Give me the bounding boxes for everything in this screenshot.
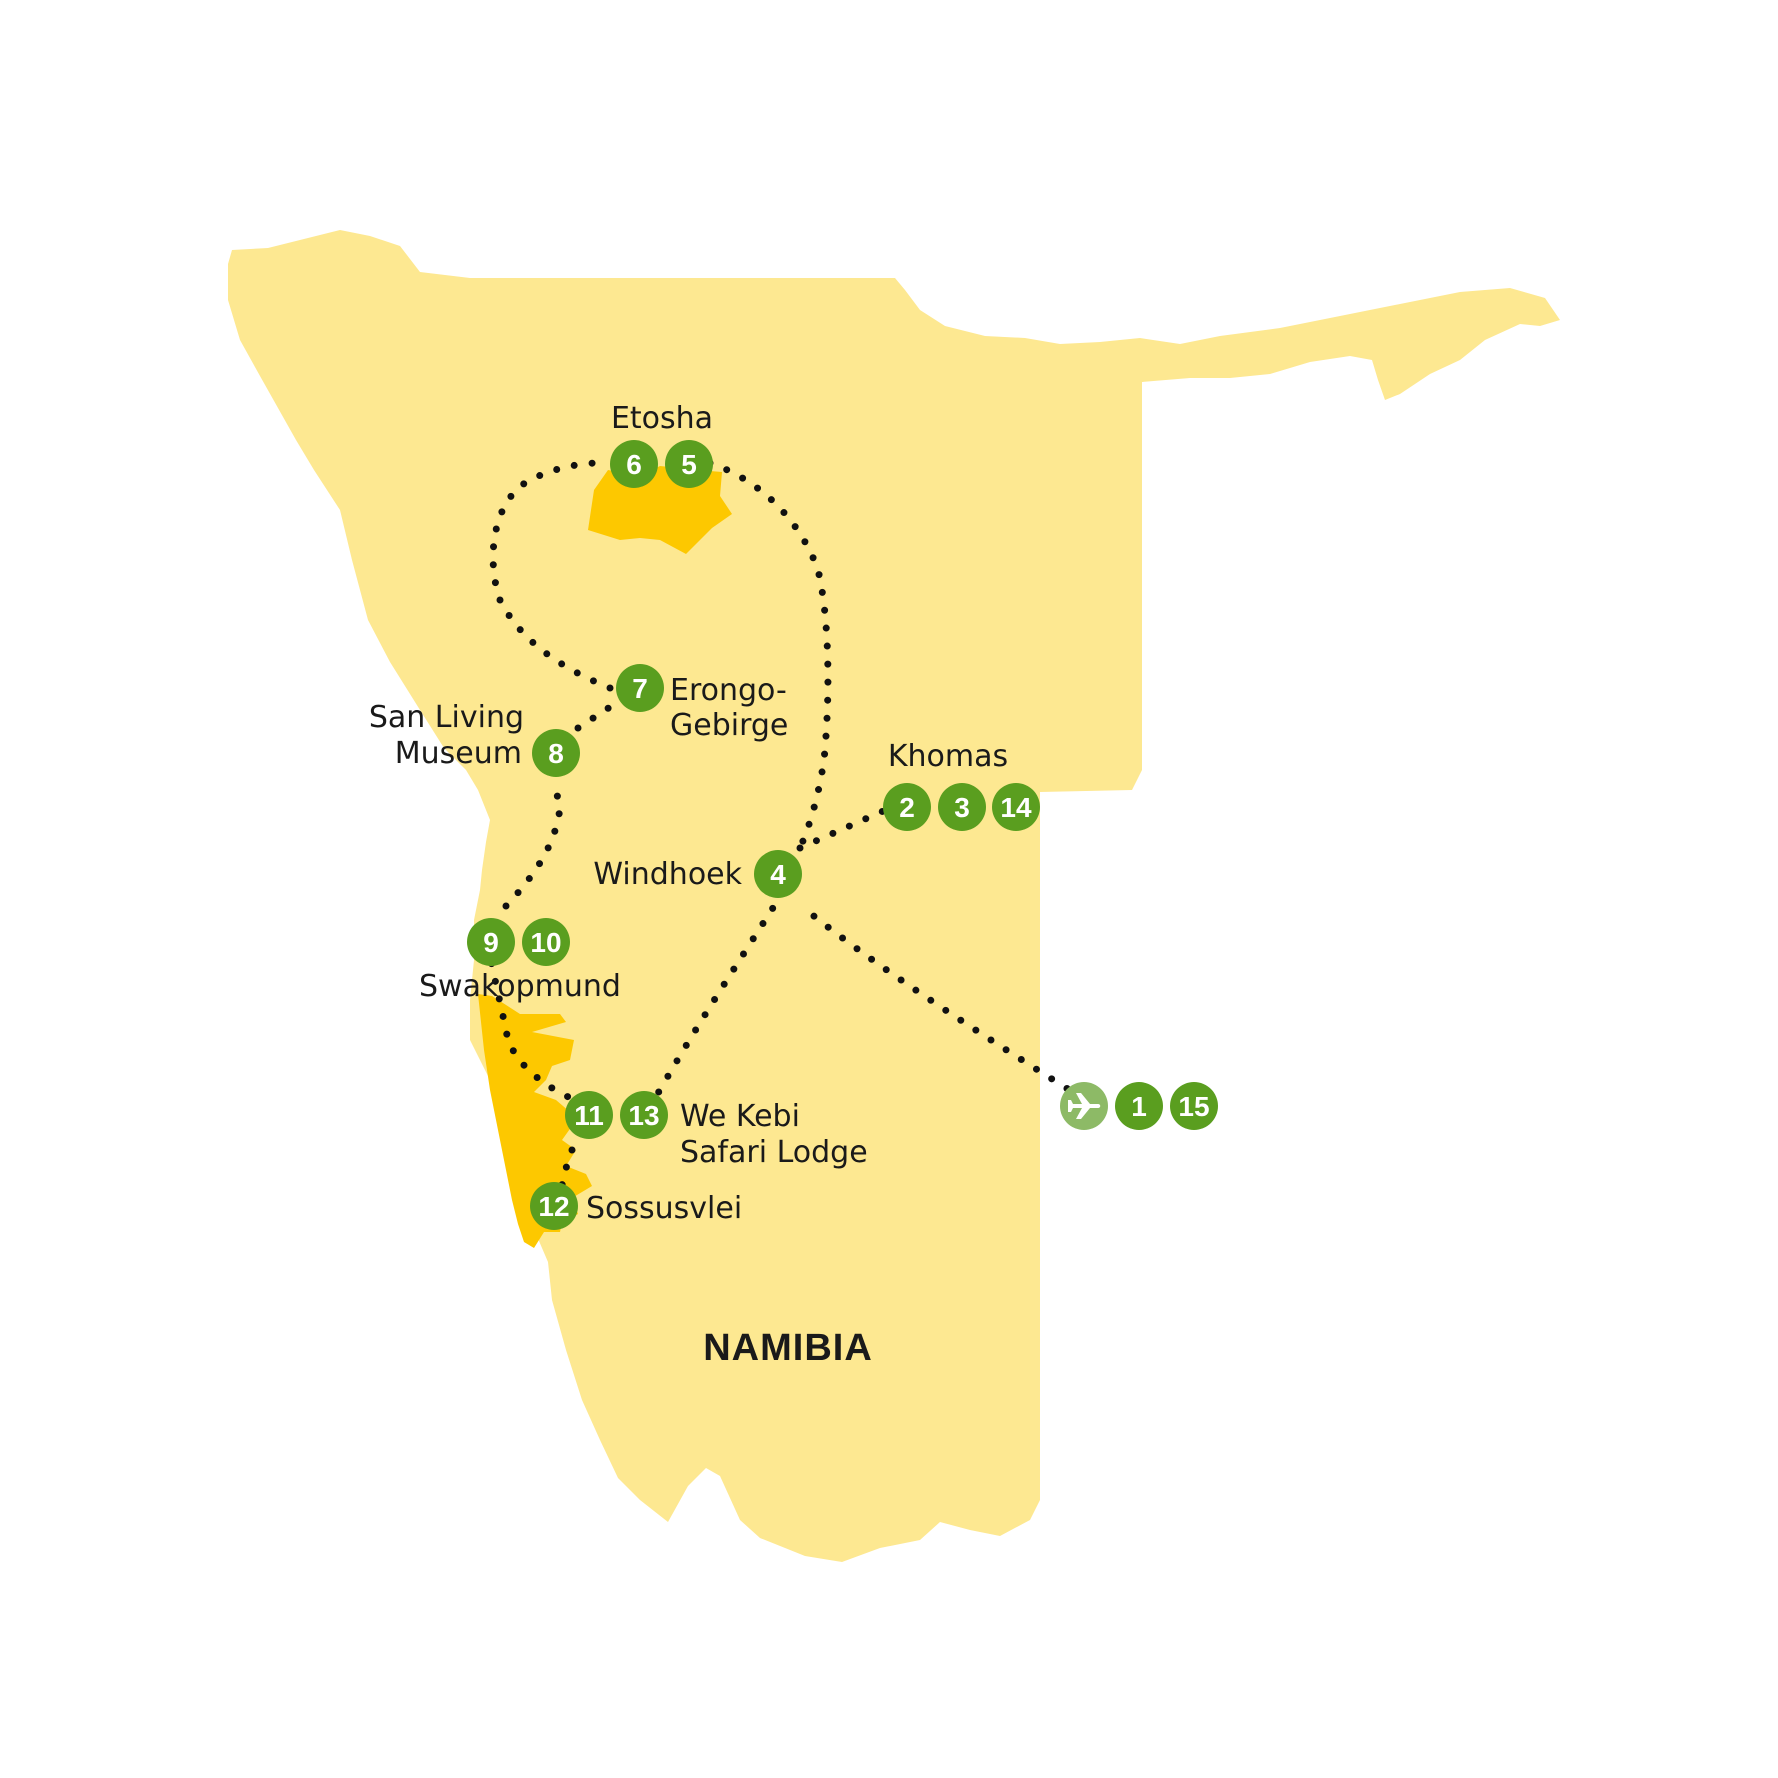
- marker-4-number: 4: [770, 859, 786, 890]
- country-label: NAMIBIA: [703, 1327, 873, 1369]
- marker-5-number: 5: [681, 449, 697, 480]
- etosha-park: [588, 466, 732, 554]
- marker-12[interactable]: 12: [530, 1182, 578, 1230]
- label-san-line1: San Living: [369, 700, 524, 735]
- airplane-icon: [1068, 1093, 1101, 1119]
- marker-14[interactable]: 14: [992, 783, 1040, 831]
- marker-11-number: 11: [574, 1100, 604, 1131]
- label-swakopmund: Swakopmund: [419, 969, 621, 1004]
- marker-3-number: 3: [954, 792, 970, 823]
- label-erongo-line1: Erongo-: [670, 673, 787, 708]
- marker-4[interactable]: 4: [754, 850, 802, 898]
- marker-14-number: 14: [1000, 792, 1032, 823]
- marker-6-number: 6: [626, 449, 642, 480]
- marker-11[interactable]: 11: [565, 1091, 613, 1139]
- label-khomas: Khomas: [888, 739, 1008, 774]
- marker-6[interactable]: 6: [610, 440, 658, 488]
- marker-13-number: 13: [628, 1100, 659, 1131]
- marker-15[interactable]: 15: [1170, 1082, 1218, 1130]
- label-sossusvlei: Sossusvlei: [586, 1191, 742, 1226]
- marker-2-number: 2: [899, 792, 915, 823]
- marker-9[interactable]: 9: [467, 918, 515, 966]
- marker-2[interactable]: 2: [883, 783, 931, 831]
- marker-10-number: 10: [530, 927, 561, 958]
- marker-12-number: 12: [538, 1191, 569, 1222]
- label-etosha: Etosha: [611, 401, 713, 436]
- marker-1[interactable]: 1: [1115, 1082, 1163, 1130]
- marker-8-number: 8: [548, 738, 564, 769]
- namibia-land: [228, 230, 1560, 1562]
- marker-10[interactable]: 10: [522, 918, 570, 966]
- label-wekebi-line2: Safari Lodge: [680, 1135, 868, 1170]
- marker-9-number: 9: [483, 927, 499, 958]
- label-wekebi-line1: We Kebi: [680, 1099, 800, 1134]
- label-erongo-line2: Gebirge: [670, 708, 788, 743]
- marker-3[interactable]: 3: [938, 783, 986, 831]
- marker-1-number: 1: [1131, 1091, 1147, 1122]
- label-windhoek: Windhoek: [593, 857, 742, 892]
- airport-marker[interactable]: [1060, 1082, 1108, 1130]
- marker-5[interactable]: 5: [665, 440, 713, 488]
- route-line: [482, 459, 1086, 1212]
- marker-7[interactable]: 7: [616, 664, 664, 712]
- label-san-line2: Museum: [395, 736, 522, 771]
- marker-7-number: 7: [632, 673, 648, 704]
- marker-13[interactable]: 13: [620, 1091, 668, 1139]
- marker-8[interactable]: 8: [532, 729, 580, 777]
- marker-15-number: 15: [1178, 1091, 1209, 1122]
